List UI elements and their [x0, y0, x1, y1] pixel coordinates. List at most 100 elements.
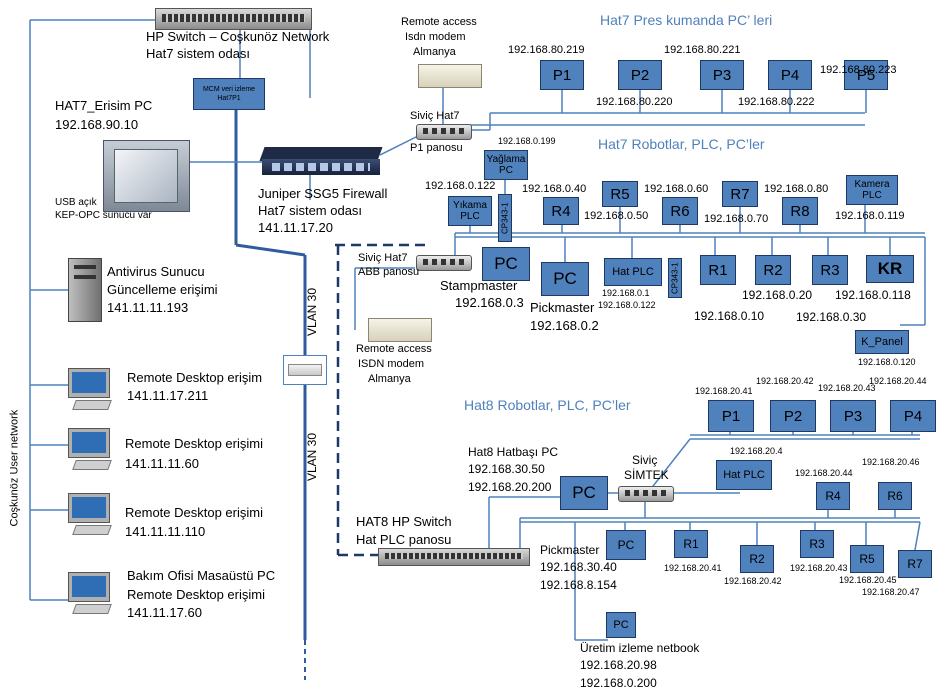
k-panel-box: K_Panel [855, 330, 909, 354]
press-pc-box: P2 [618, 60, 662, 90]
ip-label: 192.168.20.42 [724, 576, 782, 586]
press-pc-box: P5 [844, 60, 888, 90]
stampmaster-label: Stampmaster [440, 278, 518, 293]
ip-label: 192.168.0.122 [425, 180, 496, 192]
hp-switch-icon [378, 548, 530, 566]
robot-box: R3 [812, 255, 848, 285]
robot-box: R1 [700, 255, 736, 285]
robot-box: R2 [755, 255, 791, 285]
monitor-icon [68, 368, 112, 416]
bakim-label: Bakım Ofisi Masaüstü PC [127, 568, 276, 583]
remote-access-label: Remote access [401, 16, 477, 28]
robot-box: R3 [800, 530, 834, 558]
hat8-switch-label: HAT8 HP Switch [356, 514, 452, 529]
switch-icon [416, 255, 472, 271]
pickmaster-pc-box: PC [606, 530, 646, 560]
ip-label: 192.168.20.45 [839, 575, 897, 585]
switch-icon [618, 486, 674, 502]
rd3-label: Remote Desktop erişimi [125, 505, 263, 520]
press-pc-box: P3 [830, 400, 876, 432]
yikama-plc-box: Yıkama PLC [448, 196, 492, 226]
ip-label: 192.168.20.41 [695, 386, 753, 396]
antivirus-ip: 141.11.11.193 [107, 300, 189, 315]
robot-box: R2 [740, 545, 774, 573]
firewall-name: Juniper SSG5 Firewall [258, 186, 388, 201]
pickmaster-ip: 192.168.0.2 [530, 318, 599, 333]
uretim-label: Üretim izleme netbook [580, 641, 700, 655]
robot-box: R4 [543, 197, 579, 225]
switch-icon [283, 355, 327, 385]
antivirus-label-2: Güncelleme erişimi [107, 282, 218, 297]
remote-access-label: Almanya [413, 46, 456, 58]
ip-label: 192.168.0.119 [835, 210, 905, 222]
pickmaster-pc-box: PC [541, 262, 589, 296]
erisim-pc-title: HAT7_Erisim PC [55, 98, 153, 113]
robot-box: R7 [898, 550, 932, 578]
robot-box: R4 [816, 482, 850, 510]
rd1-label: Remote Desktop erişim [127, 370, 263, 385]
p1-panosu-label: Siviç Hat7 [410, 110, 460, 122]
hat8-title: Hat8 Robotlar, PLC, PC’ler [464, 397, 631, 413]
pickmaster-label: Pickmaster [530, 300, 595, 315]
ip-label: 192.168.0.200 [580, 676, 657, 690]
hat7-pres-title: Hat7 Pres kumanda PC’ leri [600, 12, 773, 28]
firewall-ip: 141.11.17.20 [258, 220, 333, 235]
press-pc-box: P1 [708, 400, 754, 432]
hat8-switch-label-2: Hat PLC panosu [356, 532, 452, 547]
ip-label: 192.168.0.40 [522, 183, 587, 195]
ip-label: 192.168.0.1 [602, 288, 650, 298]
ip-label: 192.168.20.46 [862, 457, 920, 467]
press-pc-box: P3 [700, 60, 744, 90]
remote-access-label: ISDN modem [358, 358, 425, 370]
remote-access-label: Isdn modem [405, 31, 466, 43]
bakim-label-2: Remote Desktop erişimi [127, 587, 265, 602]
ip-label: 192.168.20.43 [818, 383, 876, 393]
ip-label: 192.168.0.199 [498, 136, 556, 146]
firewall-room: Hat7 sistem odası [258, 203, 363, 218]
p1-panosu-label: P1 panosu [410, 142, 463, 154]
ip-label: 192.168.80.220 [596, 96, 673, 108]
hp-switch-room: Hat7 sistem odası [146, 46, 251, 61]
robot-box: R5 [850, 545, 884, 573]
vlan-label: VLAN 30 [305, 287, 320, 337]
robot-box: R7 [722, 181, 758, 207]
antivirus-label: Antivirus Sunucu [107, 264, 205, 279]
press-pc-box: P1 [540, 60, 584, 90]
robot-box: R8 [782, 197, 818, 225]
press-pc-box: P2 [770, 400, 816, 432]
ip-label: 192.168.20.41 [664, 563, 722, 573]
ip-label: 192.168.20.43 [790, 563, 848, 573]
stampmaster-ip: 192.168.0.3 [455, 295, 524, 310]
press-pc-box: P4 [768, 60, 812, 90]
ip-label: 192.168.8.154 [540, 578, 617, 592]
hp-switch-icon [155, 8, 312, 30]
ip-label: 192.168.30.50 [468, 462, 545, 476]
ip-label: 192.168.20.4 [730, 446, 783, 456]
remote-access-label: Almanya [368, 373, 411, 385]
remote-access-label: Remote access [356, 343, 432, 355]
modem-icon [418, 64, 482, 88]
monitor-icon [68, 428, 112, 476]
ip-label: 192.168.20.47 [862, 587, 920, 597]
ip-label: 192.168.0.60 [644, 183, 709, 195]
ip-label: 192.168.20.44 [795, 468, 853, 478]
user-network-label: Coşkunöz User network [8, 409, 21, 527]
ip-label: 192.168.0.70 [704, 213, 769, 225]
switch-icon [416, 124, 472, 140]
rd1-ip: 141.11.17.211 [127, 388, 209, 403]
hat-plc-box: Hat PLC [604, 258, 662, 286]
ip-label: 192.168.80.223 [820, 64, 897, 76]
robot-box: R6 [662, 197, 698, 225]
usb-note: USB açık [55, 197, 97, 208]
ip-label: 192.168.0.30 [796, 310, 867, 324]
cp343-box: CP343-1 [498, 194, 512, 242]
abb-panosu-label: Siviç Hat7 [358, 252, 408, 264]
hp-switch-label: HP Switch – Coşkunöz Network [146, 29, 330, 44]
rd2-label: Remote Desktop erişimi [125, 436, 263, 451]
hatbasi-pc-box: PC [560, 476, 608, 510]
pickmaster-label: Pickmaster [540, 543, 600, 557]
ip-label: 192.168.80.219 [508, 44, 585, 56]
ip-label: 192.168.0.80 [764, 183, 829, 195]
simtek-label: Siviç [632, 453, 658, 467]
